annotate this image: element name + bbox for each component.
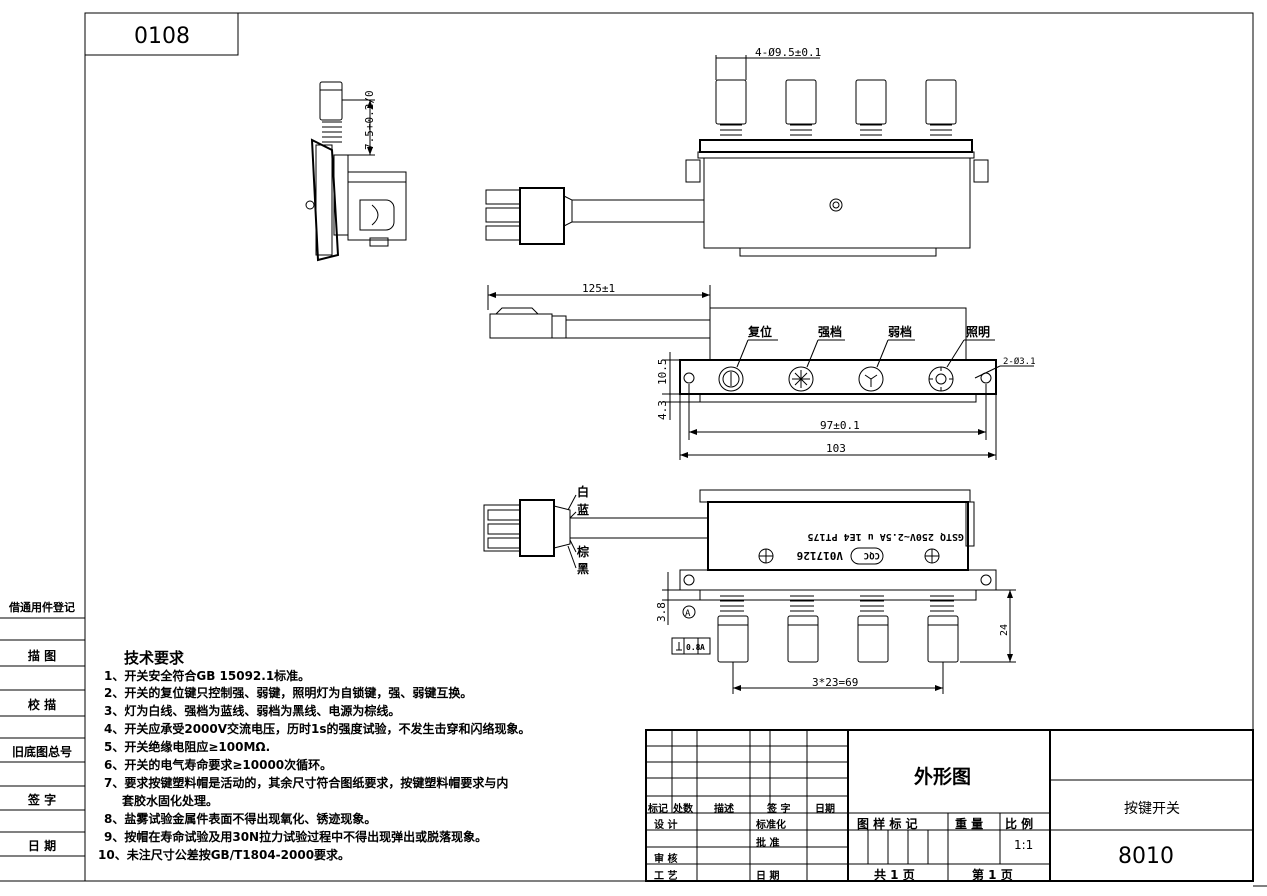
label-plate-line2: V017126 (796, 549, 843, 562)
label-plate-line1: GSTQ 250V~2.5A u 1E4 PT175 (807, 531, 964, 542)
label-wire-brown: 棕 (576, 544, 589, 559)
label-dim-4-3: 4.3 (656, 400, 669, 420)
rev-header-date: 日期 (815, 804, 835, 815)
side-panel (0, 617, 85, 882)
label-review: 审 核 (654, 854, 678, 865)
title-block (645, 729, 1254, 882)
drawing-number-box: 0108 (134, 24, 190, 49)
front-view (485, 55, 989, 257)
label-dim-69: 3*23=69 (812, 676, 858, 689)
label-weight: 重 量 (955, 817, 984, 831)
label-standardization: 标准化 (756, 820, 786, 831)
label-total-pages: 共 1 页 (874, 868, 915, 882)
side-label-signature: 签 字 (27, 793, 57, 807)
requirement-item: 8、盐雾试验金属件表面不得出现氧化、锈迹现象。 (104, 812, 377, 826)
label-weak-button: 弱档 (888, 324, 912, 339)
label-reset-button: 复位 (747, 324, 772, 339)
requirement-item: 5、开关绝缘电阻应≥100MΩ. (104, 740, 271, 754)
label-process: 工 艺 (654, 871, 678, 882)
bottom-view (483, 489, 1016, 694)
button-caps-top (715, 79, 957, 136)
requirement-item: 10、未注尺寸公差按GB/T1804-2000要求。 (98, 848, 351, 862)
requirement-item: 4、开关应承受2000V交流电压，历时1s的强度试验，不发生击穿和闪络现象。 (104, 722, 531, 736)
requirements-title: 技术要求 (124, 649, 185, 667)
label-scale: 比 例 (1005, 817, 1034, 831)
side-label-date: 日 期 (27, 839, 57, 853)
requirement-item: 2、开关的复位键只控制强、弱键，照明灯为自锁键，强、弱键互换。 (104, 686, 473, 700)
label-dim-10-5: 10.5 (656, 359, 669, 386)
rev-header-sign: 签 字 (767, 804, 791, 815)
rev-header-mark: 标记 (648, 804, 668, 815)
label-wire-blue: 蓝 (577, 502, 589, 517)
label-strong-button: 强档 (818, 324, 842, 339)
side-label-registration: 借通用件登记 (9, 601, 75, 614)
requirement-item: 6、开关的电气寿命要求≥10000次循环。 (104, 758, 333, 772)
label-design: 设 计 (654, 820, 678, 831)
label-dim-97: 97±0.1 (820, 419, 860, 432)
label-datum: A (685, 609, 691, 619)
label-stage-mark: 图 样 标 记 (857, 817, 918, 831)
label-approve: 批 准 (756, 838, 780, 849)
value-scale: 1:1 (1014, 838, 1034, 852)
label-plate-cqc: CQC (864, 550, 880, 560)
label-sheet-number: 第 1 页 (972, 868, 1013, 882)
rev-header-count: 处数 (673, 804, 693, 815)
label-dim-125: 125±1 (582, 282, 615, 295)
label-wire-white: 白 (577, 484, 589, 499)
label-dim-24: 24 (999, 624, 1010, 636)
requirement-item: 3、灯为白线、强档为蓝线、弱档为黑线、电源为棕线。 (104, 704, 401, 718)
title-block-product-name: 按键开关 (1124, 801, 1180, 817)
top-view (487, 285, 1034, 460)
requirement-item: 7、要求按键塑料帽是活动的，其余尺寸符合图纸要求，按键塑料帽要求与内 (104, 776, 509, 790)
label-wire-black: 黑 (577, 562, 589, 576)
label-hole: 2-Ø3.1 (1003, 356, 1036, 367)
side-label-trace: 描 图 (27, 649, 57, 663)
title-block-part-number: 8010 (1118, 844, 1174, 869)
button-symbols (718, 366, 954, 392)
side-label-old-base: 旧底图总号 (11, 745, 72, 759)
requirement-item: 9、按帽在寿命试验及用30N拉力试验过程中不得出现弹出或脱落现象。 (104, 830, 488, 844)
label-dim-3-8: 3.8 (655, 602, 668, 622)
label-flatness: 0.8 (686, 643, 701, 652)
label-light-button: 照明 (966, 324, 990, 339)
label-date: 日 期 (756, 871, 780, 882)
label-side-height: 7.5+0.2/0 (363, 90, 376, 150)
label-flatness-datum: A (700, 643, 705, 652)
requirement-item: 套胶水固化处理。 (122, 794, 219, 808)
side-view (305, 81, 407, 262)
requirement-item: 1、开关安全符合GB 15092.1标准。 (104, 669, 311, 683)
title-block-title: 外形图 (914, 766, 972, 788)
side-label-check-trace: 校 描 (27, 698, 57, 712)
label-dim-103: 103 (826, 442, 846, 455)
label-diameter-top: 4-Ø9.5±0.1 (755, 46, 821, 59)
rev-header-desc: 描述 (714, 804, 734, 815)
